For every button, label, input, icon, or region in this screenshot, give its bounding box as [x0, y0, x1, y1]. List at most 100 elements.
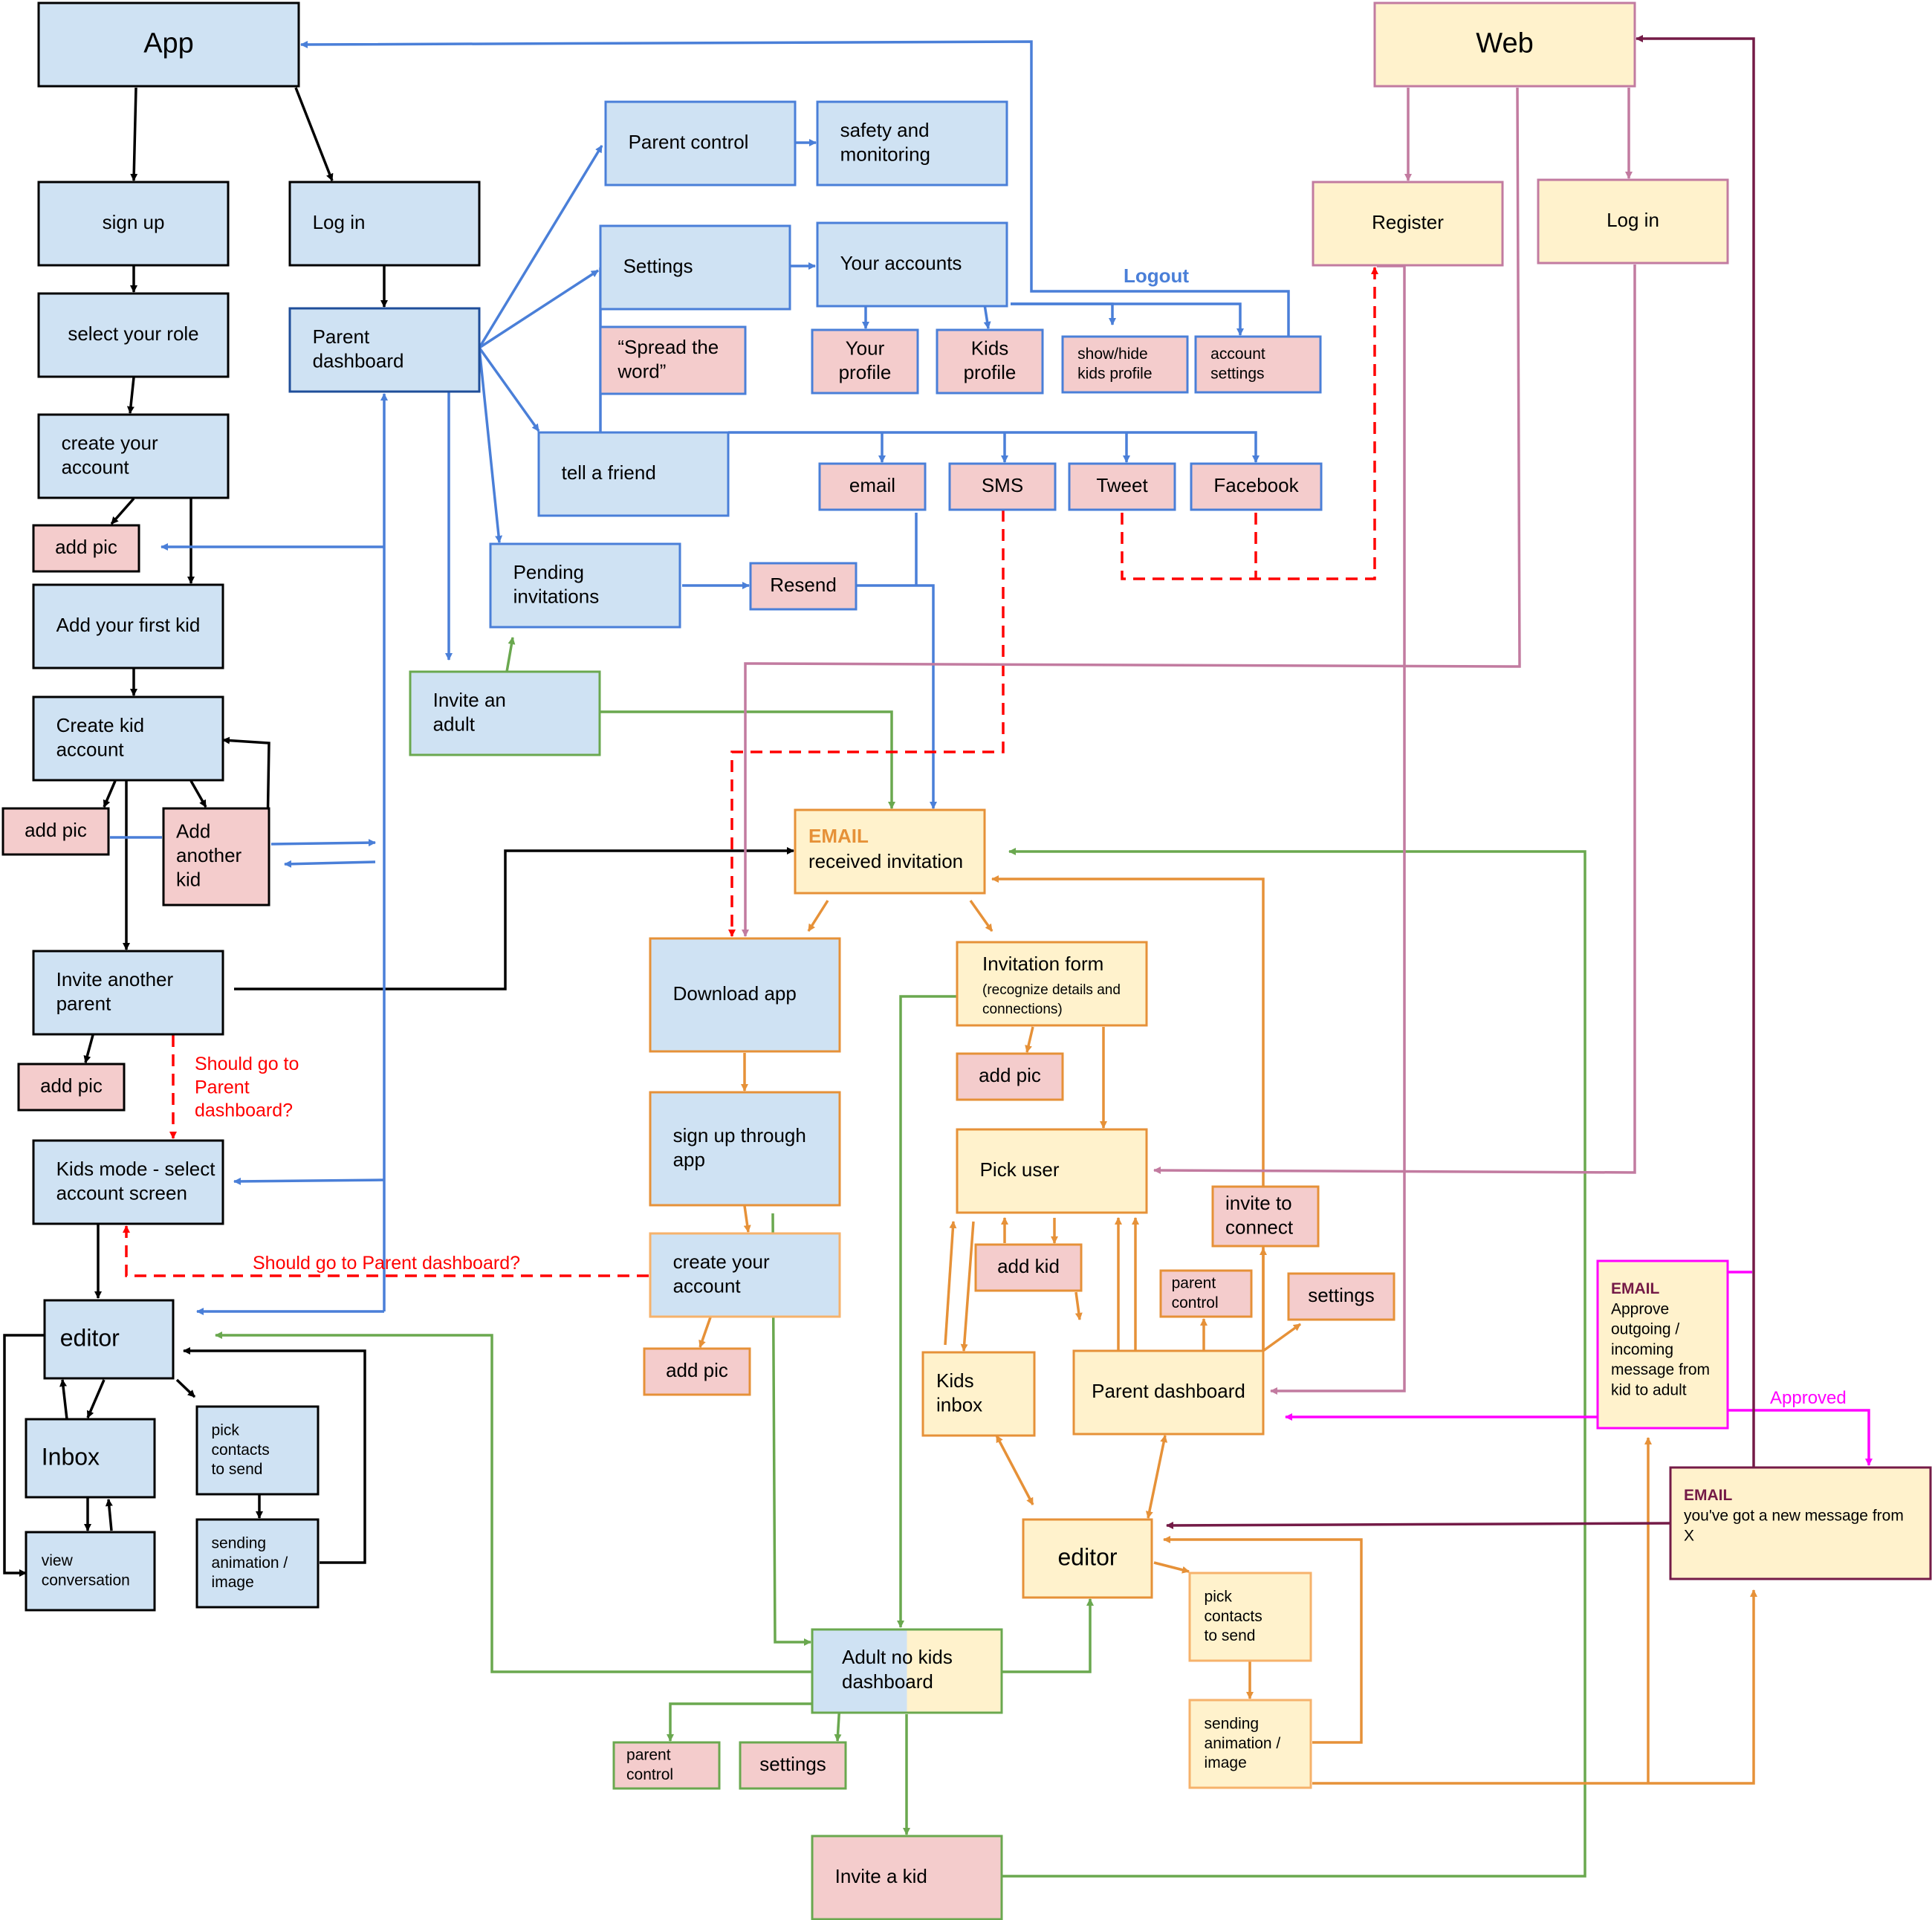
- node-parent-dashboard-right: Parent dashboard: [1072, 1349, 1265, 1436]
- node-label: Tweet: [1096, 474, 1148, 496]
- node-box: [1373, 1, 1636, 88]
- node-box: [612, 1741, 721, 1790]
- edge-connector: [1312, 1589, 1757, 1785]
- node-box: [43, 1299, 175, 1380]
- node-box: [162, 807, 270, 907]
- node-label: Settings: [623, 255, 693, 277]
- edge-connector: [215, 1332, 812, 1673]
- node-label: Parent control: [629, 131, 749, 153]
- node-settings: Settings: [599, 224, 791, 311]
- node-box: [1537, 178, 1729, 265]
- edge-connector: [59, 1379, 68, 1420]
- node-settings-3: settings: [739, 1741, 847, 1790]
- node-label: add pic: [979, 1064, 1041, 1086]
- edge-connector: [270, 839, 376, 847]
- node-editor-left: editor: [43, 1299, 175, 1380]
- node-box: [956, 941, 1148, 1027]
- node-label: add pic: [40, 1074, 103, 1097]
- node-add-pic-5: add pic: [956, 1052, 1064, 1101]
- node-box: [599, 325, 747, 395]
- node-label: settings: [759, 1753, 826, 1775]
- node-label: Add your first kid: [56, 614, 201, 636]
- node-label: Log in: [1607, 209, 1659, 231]
- edge-connector: [123, 1225, 649, 1277]
- node-label: tell a friend: [562, 461, 656, 484]
- node-email: email: [818, 462, 927, 511]
- node-add-pic-1: add pic: [32, 524, 140, 573]
- node-box: [489, 542, 681, 629]
- edge-connector: [126, 377, 135, 414]
- edge-connector: [110, 497, 135, 525]
- email-tag: EMAIL: [1684, 1487, 1733, 1504]
- node-label: Invite a kid: [835, 1865, 927, 1887]
- edge-connector: [1728, 1409, 1873, 1466]
- node-label: Inbox: [42, 1443, 100, 1470]
- node-box: [37, 413, 230, 499]
- edge-connector: [300, 40, 1290, 337]
- node-facebook: Facebook: [1190, 462, 1323, 511]
- node-box: [409, 670, 601, 756]
- node-box: [818, 462, 927, 511]
- edge-connector: [1153, 1561, 1190, 1574]
- edge-connector: [294, 87, 334, 181]
- node-box: [948, 462, 1057, 511]
- node-label: Pick user: [980, 1158, 1060, 1181]
- edge-connector: [1145, 1435, 1168, 1519]
- edge-connector: [1025, 1026, 1034, 1053]
- node-label: add pic: [666, 1359, 728, 1381]
- node-label: received invitation: [808, 850, 963, 872]
- edge-connector: [897, 995, 957, 1628]
- node-your-accounts: Your accounts: [816, 221, 1008, 308]
- node-download-app: Download app: [649, 937, 841, 1053]
- edge-connector: [1011, 302, 1116, 325]
- node-log-in-web: Log in: [1537, 178, 1729, 265]
- node-label: add pic: [55, 536, 117, 558]
- node-label: Web: [1476, 27, 1533, 59]
- edge-connector: [234, 847, 794, 990]
- node-box: [811, 1628, 1003, 1714]
- edge-connector: [103, 780, 117, 808]
- edge-connector: [600, 710, 895, 809]
- edge-connector: [857, 584, 937, 809]
- node-box: [649, 1091, 841, 1207]
- edge-connector: [478, 347, 503, 543]
- node-box: [288, 181, 481, 267]
- node-box: [32, 695, 224, 782]
- node-label: editor: [1057, 1543, 1117, 1570]
- edge-connector: [83, 1034, 94, 1063]
- edge-connector: [1002, 848, 1586, 1878]
- label-approved: Approved: [1770, 1388, 1847, 1408]
- edge-connector: [960, 1221, 975, 1352]
- edge-connector: [1636, 35, 1755, 1467]
- node-box: [288, 307, 481, 393]
- node-app: App: [37, 1, 300, 88]
- node-box: [974, 1243, 1083, 1292]
- node-label: Facebook: [1213, 474, 1299, 496]
- node-box: [195, 1518, 320, 1609]
- edge-connector: [1121, 267, 1378, 580]
- node-label: Log in: [313, 211, 366, 233]
- node-box: [1072, 1349, 1265, 1436]
- node-invite-kid: Invite a kid: [811, 1835, 1003, 1920]
- node-tweet: Tweet: [1068, 462, 1176, 511]
- edge-connector: [944, 1221, 957, 1346]
